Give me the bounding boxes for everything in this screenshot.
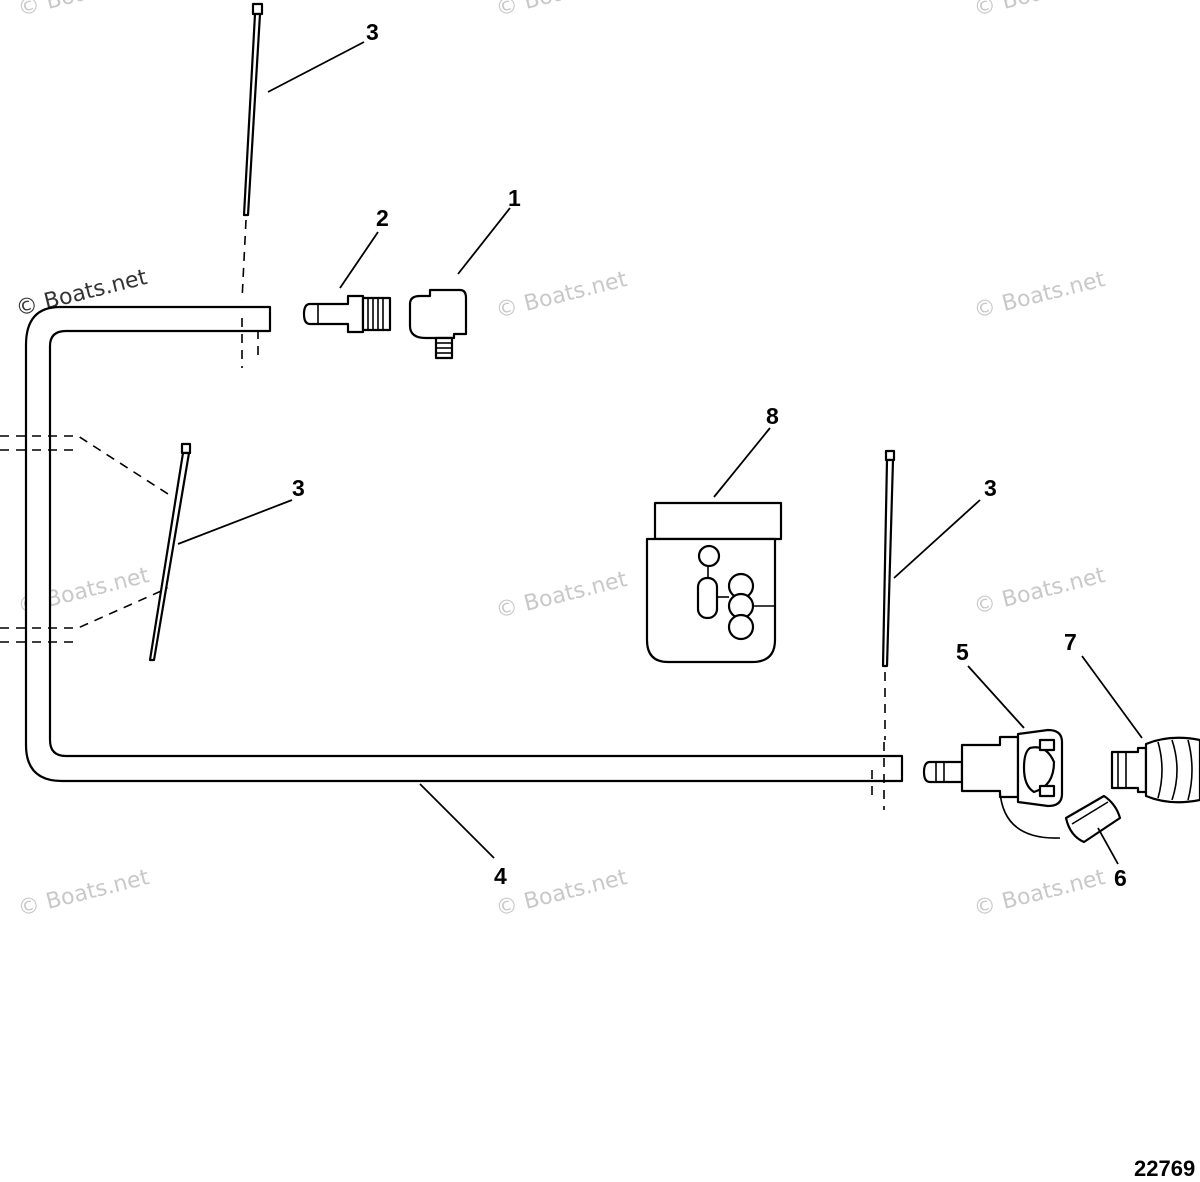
leader-lines: [177, 41, 1143, 865]
bracket-part-8: [645, 501, 783, 664]
cable-tie-part-3-top: [241, 2, 264, 301]
watermark-layer: © Boats.net © Boats.net © Boats.net © Bo…: [13, 0, 1108, 922]
barbed-fitting-part-2: [302, 294, 392, 334]
callout-3-right: 3: [984, 475, 997, 501]
callout-6: 6: [1114, 865, 1127, 891]
callout-2: 2: [376, 205, 389, 231]
watermark: © Boats.net: [971, 267, 1108, 324]
cable-tie-part-3-left: [0, 435, 192, 662]
watermark: © Boats.net: [493, 0, 630, 22]
cap-part-6: [1064, 794, 1122, 844]
callout-8: 8: [766, 403, 779, 429]
callout-labels: 3 2 1 3 8 3 5 7 6 4: [292, 19, 1127, 891]
watermark: © Boats.net: [493, 567, 630, 624]
callout-3-left: 3: [292, 475, 305, 501]
watermark: © Boats.net: [971, 0, 1108, 22]
callout-3-top: 3: [366, 19, 379, 45]
tie-alignment-dash: [241, 219, 247, 301]
callout-5: 5: [956, 639, 969, 665]
figure-number: 22769: [1134, 1156, 1195, 1181]
watermark: © Boats.net: [493, 865, 630, 922]
quick-connector-part-5: [922, 728, 1064, 839]
watermark: © Boats.net: [15, 865, 152, 922]
callout-7: 7: [1064, 629, 1077, 655]
elbow-fitting-part-1: [408, 288, 468, 360]
callout-1: 1: [508, 185, 521, 211]
watermark: © Boats.net: [493, 267, 630, 324]
cable-tie-part-3-right: [881, 449, 896, 740]
watermark: © Boats.net: [15, 0, 152, 22]
hose-part-4: [24, 305, 904, 810]
watermark: © Boats.net: [971, 865, 1108, 922]
plug-part-7: [1110, 736, 1200, 804]
watermark: © Boats.net: [971, 563, 1108, 620]
callout-4: 4: [494, 863, 507, 889]
